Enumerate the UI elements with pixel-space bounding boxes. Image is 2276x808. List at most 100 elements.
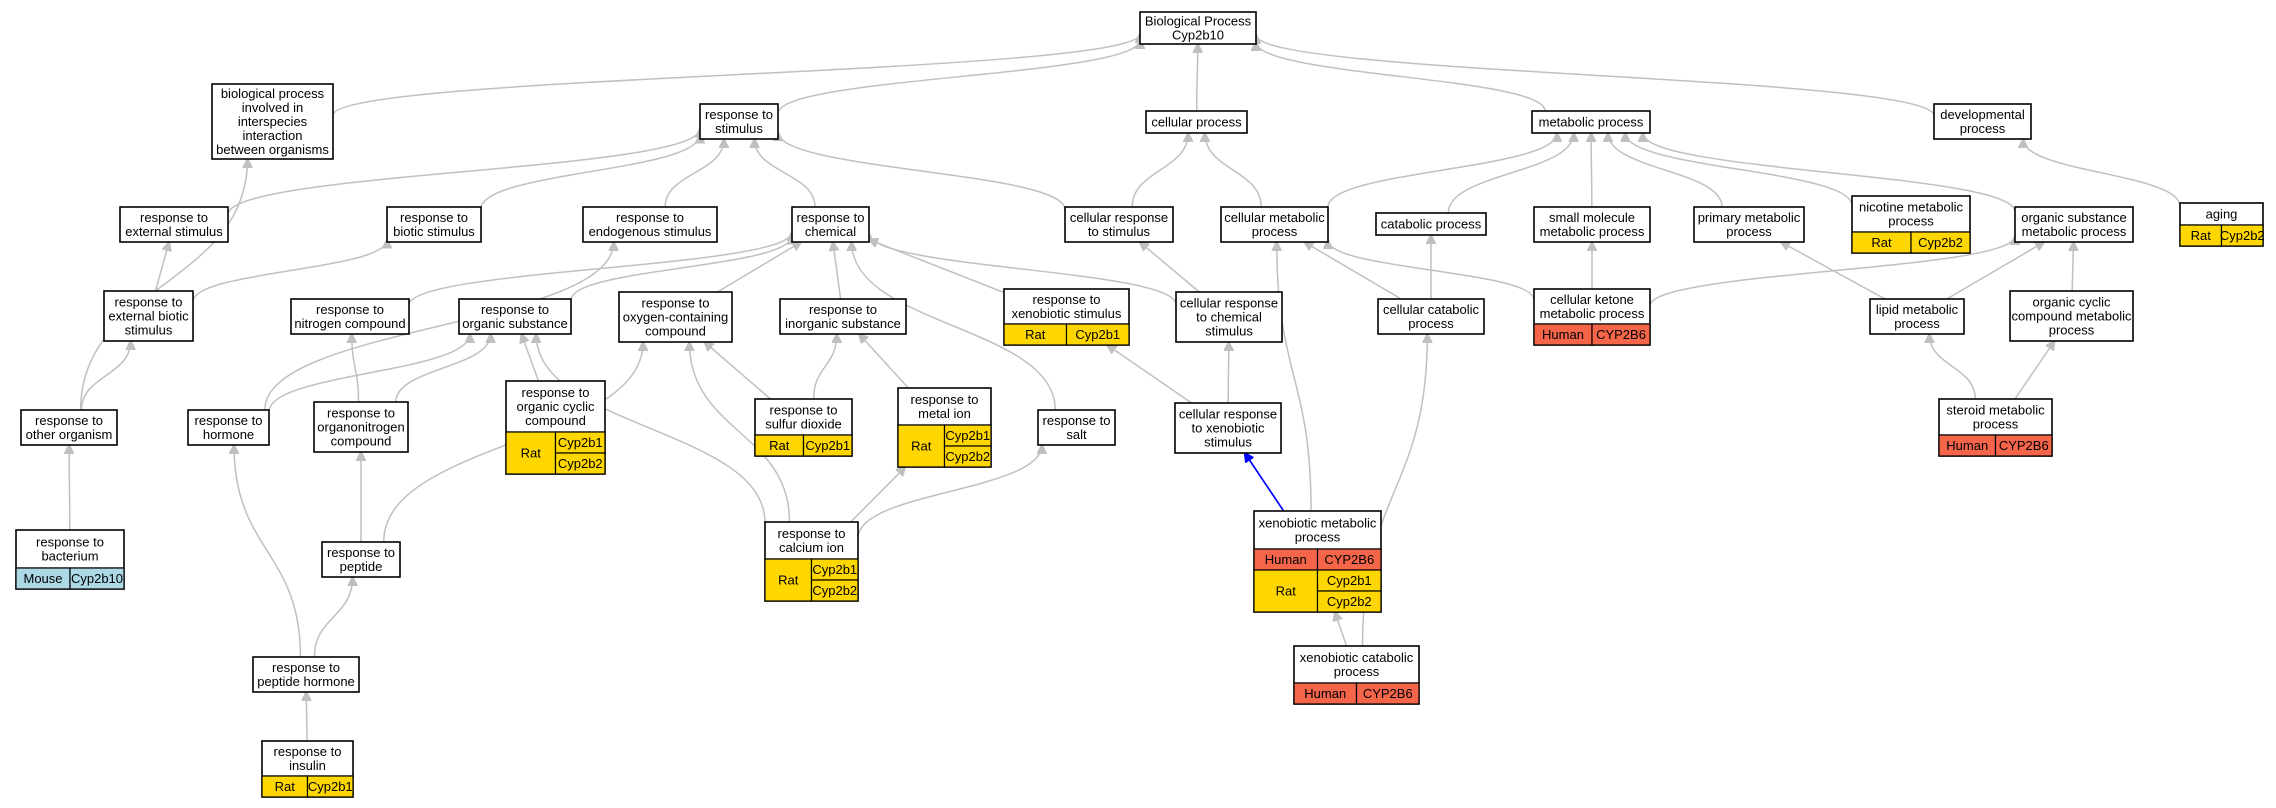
node-box [1174,402,1282,454]
node-box [252,656,360,693]
edge [570,236,792,301]
edge [2023,139,2181,207]
node-box [1533,206,1651,243]
node-label: hormone [203,427,254,442]
species-label: Mouse [23,571,62,586]
node-label: stimulus [125,323,173,338]
gene-label: Cyp2b1 [558,435,603,450]
node-box [1139,11,1257,45]
node-label: response to [35,413,103,428]
node-label: xenobiotic stimulus [1012,306,1122,321]
edge [268,334,470,412]
node-label: organonitrogen [317,420,404,435]
node-box [119,206,229,243]
species-label: Rat [911,439,932,454]
node-label: sulfur dioxide [765,417,842,432]
node-label: bacterium [41,549,98,564]
node-label: to stimulus [1088,224,1151,239]
node-label: peptide hormone [257,674,355,689]
node-label: metal ion [918,406,971,421]
node-box [187,409,270,446]
gene-label: Cyp2b10 [71,571,123,586]
node-label: calcium ion [779,540,844,555]
edge [313,577,352,658]
node-label: response to [1033,292,1101,307]
go-term-node: metabolic process [1531,110,1651,134]
edge [1140,242,1200,293]
node-label: compound [645,324,706,339]
edge [1256,35,1935,116]
node-box [1220,206,1329,243]
node-label: response to [809,302,877,317]
go-term-node: cellular process [1145,110,1248,134]
node-label: cellular response [1180,296,1278,311]
node-box [582,206,718,243]
species-label: Rat [275,779,296,794]
node-label: response to [911,392,979,407]
node-label: to xenobiotic [1192,421,1265,436]
node-box [321,541,401,578]
gene-label: Cyp2b1 [945,428,990,443]
node-label: response to [272,660,340,675]
gene-label: Cyp2b1 [812,562,857,577]
node-label: response to [36,535,104,550]
edge [2014,341,2055,400]
node-label: catabolic process [1381,217,1482,232]
gene-cell [1065,323,1130,346]
gene-cell [69,567,125,590]
node-box [1531,110,1651,134]
edge [234,445,302,658]
node-box [2014,206,2134,243]
edge [852,242,1057,411]
edge [1447,133,1573,214]
edge [227,129,700,215]
node-label: process [2049,323,2095,338]
species-label: Rat [1025,327,1046,342]
node-label: metabolic process [1540,224,1645,239]
gene-cell [2220,224,2264,247]
node-box [290,298,410,335]
node-label: primary metabolic [1698,210,1801,225]
edge [1643,133,2016,213]
node-label: organic substance [2021,210,2127,225]
node-label: response to [195,413,263,428]
edge [2072,242,2073,292]
species-cell [764,558,813,602]
node-label: response to [115,295,183,310]
node-label: response to [642,296,710,311]
gene-cell [1591,323,1651,346]
node-label: biotic stimulus [393,224,475,239]
species-label: Rat [1276,584,1297,599]
edge [812,334,837,400]
gene-cell [554,452,606,475]
node-label: salt [1066,427,1087,442]
gene-cell [810,579,859,602]
edge [1107,345,1193,404]
species-label: Rat [521,446,542,461]
node-label: response to [274,744,342,759]
node-label: compound [331,434,392,449]
node-label: process [1960,121,2006,136]
edge [521,334,540,382]
node-label: endogenous stimulus [589,224,712,239]
edge [1608,133,1723,208]
edge [778,132,1066,211]
node-label: nitrogen compound [294,316,405,331]
edge [1304,242,1402,300]
